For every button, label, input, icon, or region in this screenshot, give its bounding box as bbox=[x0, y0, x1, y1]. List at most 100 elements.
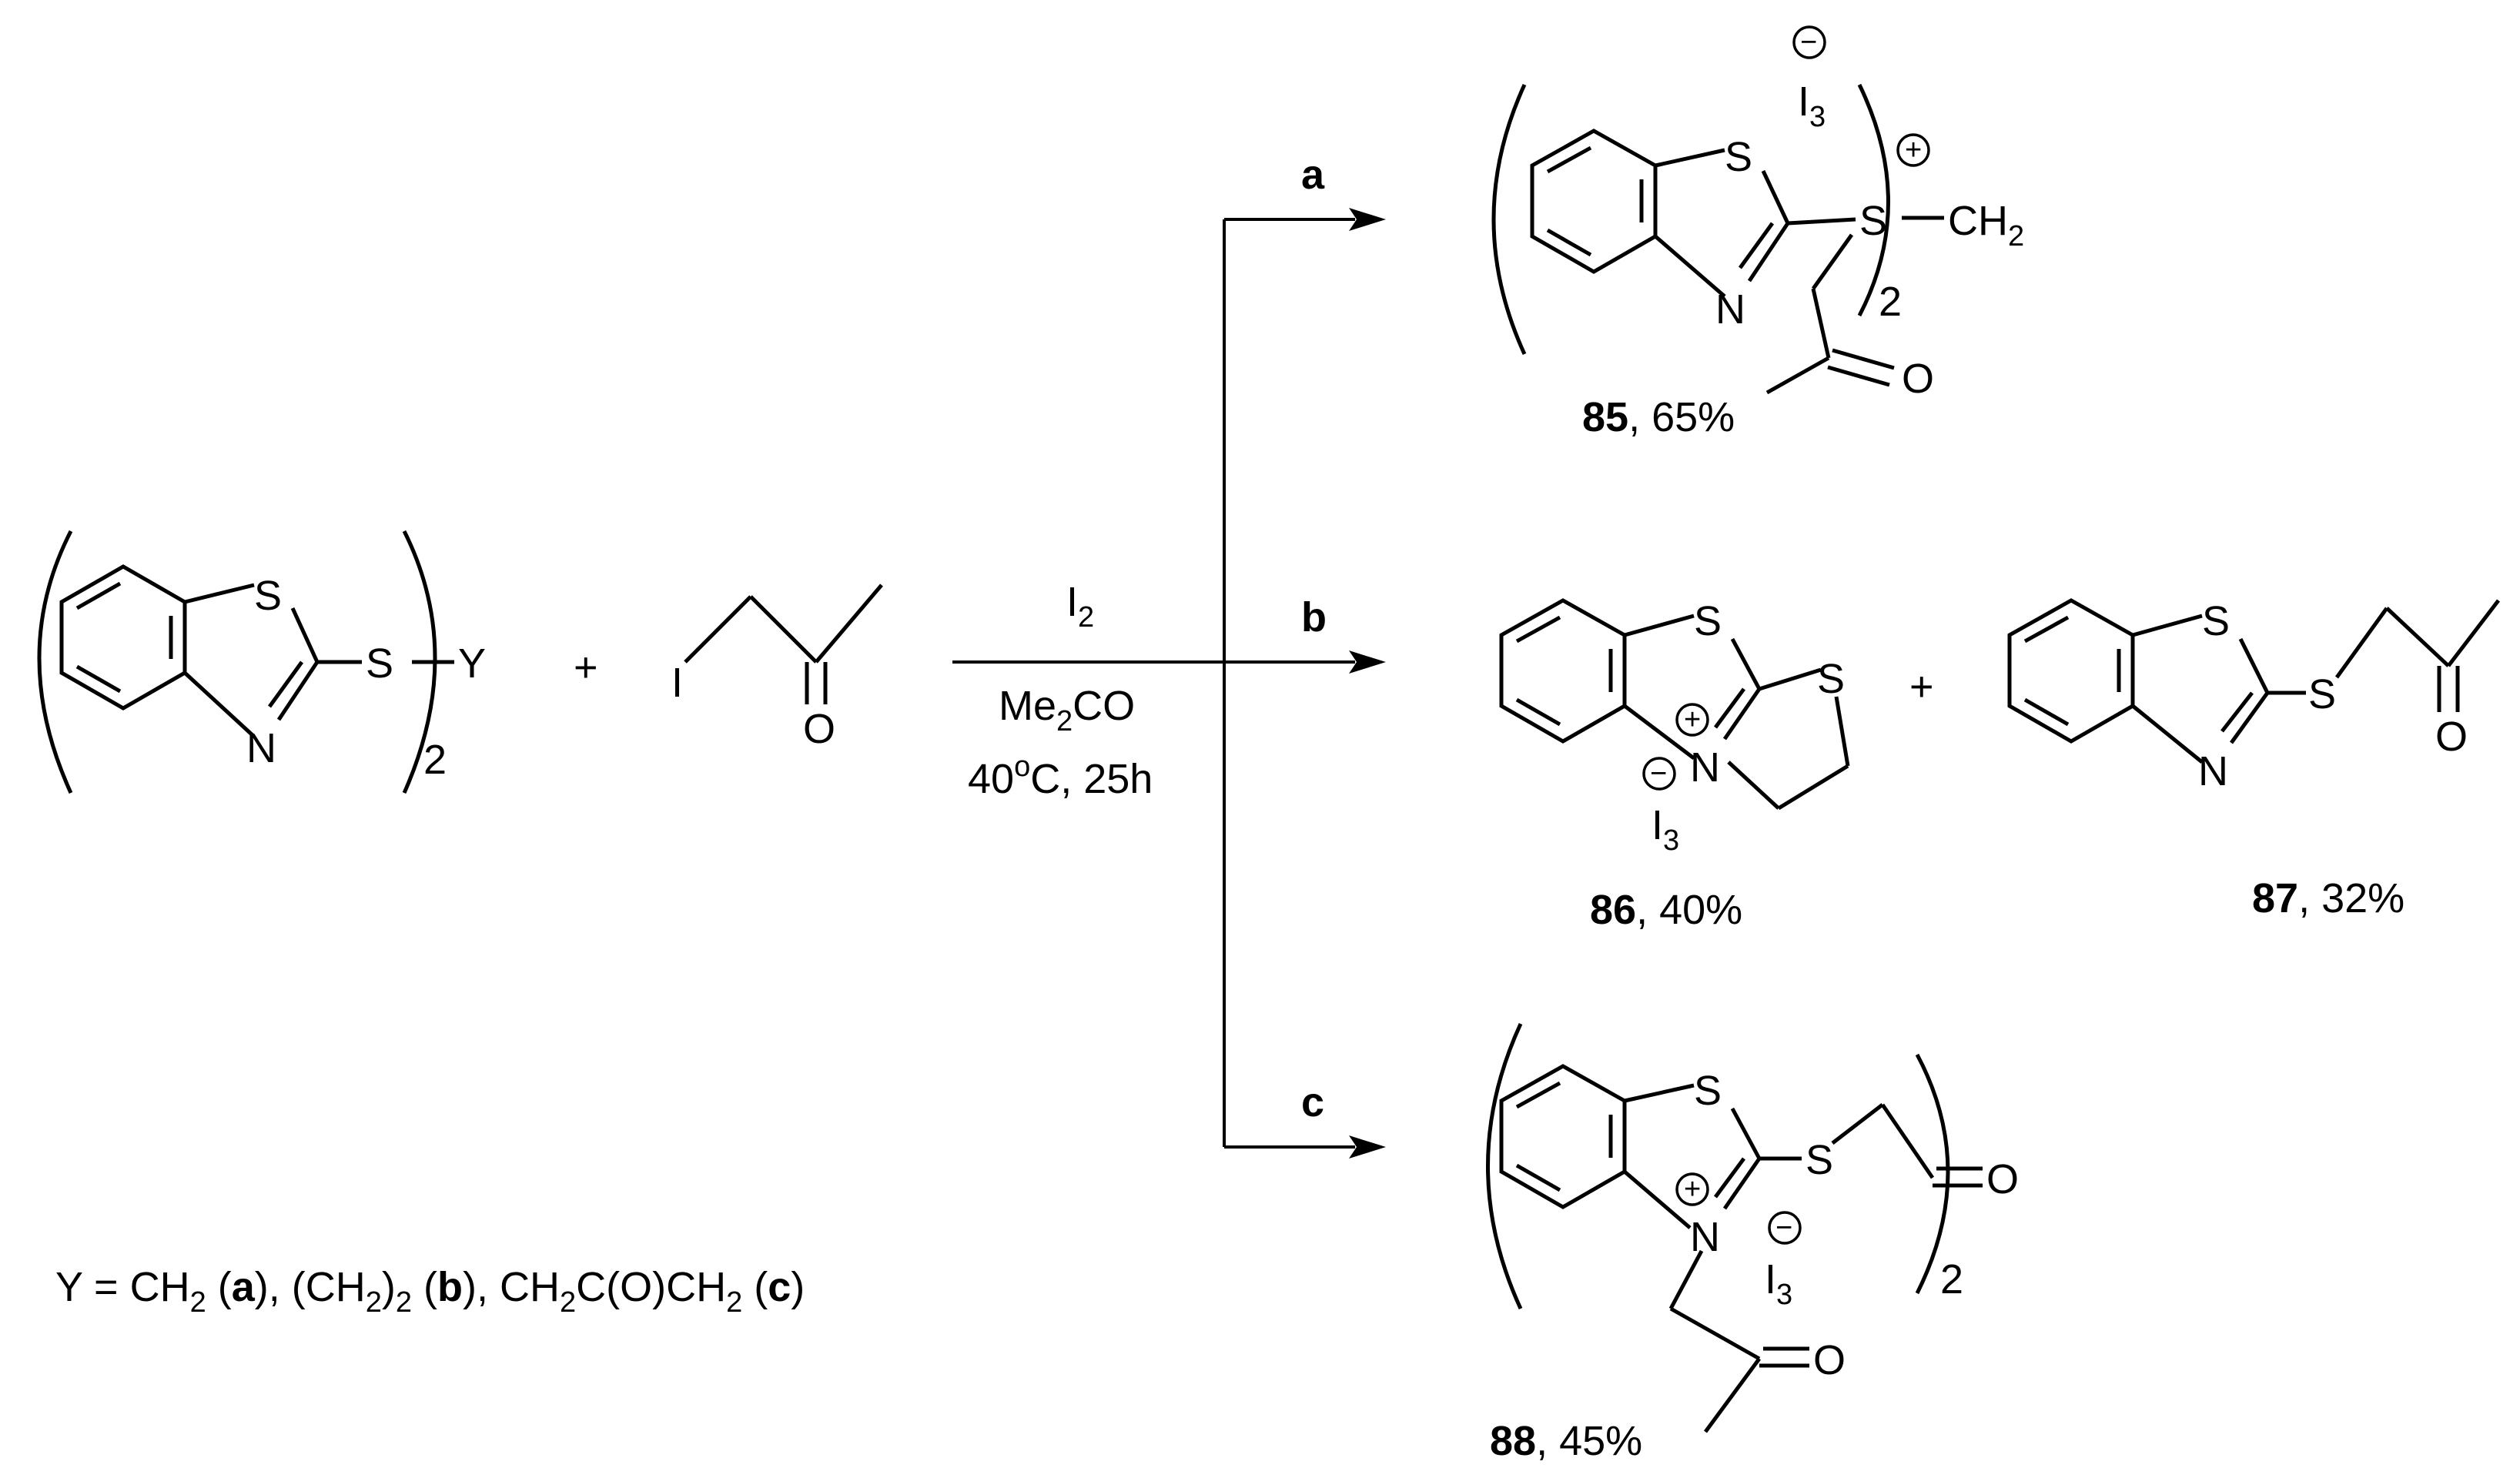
thiazole-bond bbox=[2131, 704, 2204, 764]
compound-label-87: 87, 32% bbox=[2252, 875, 2405, 921]
benzene-ring bbox=[59, 564, 187, 711]
charge-plus: + bbox=[1675, 1172, 1709, 1206]
svg-text:+: + bbox=[1684, 704, 1701, 736]
atom-o: O bbox=[1902, 356, 1934, 402]
c-o-double-bond bbox=[1827, 365, 1890, 387]
thiazole-bond bbox=[1655, 148, 1725, 168]
atom-s-ring: S bbox=[1725, 134, 1752, 180]
thiazole-double-bond bbox=[1738, 222, 1775, 269]
chain-bond bbox=[1765, 356, 1830, 395]
c-ch3-bond bbox=[1703, 1357, 1762, 1433]
c-ch3-bond bbox=[2447, 599, 2500, 667]
plus-sign: + bbox=[1909, 664, 1934, 710]
charge-minus: − bbox=[1768, 1211, 1802, 1245]
svg-text:−: − bbox=[1800, 26, 1817, 59]
charge-plus: + bbox=[1896, 133, 1930, 167]
benzene-inner-bond bbox=[1515, 697, 1561, 727]
product-88: S N S O O + − I3 2 88, 45% bbox=[1486, 1022, 2019, 1464]
counterion-i3: I3 bbox=[1765, 1256, 1792, 1311]
route-label-a: a bbox=[1301, 152, 1325, 198]
atom-ch2: CH2 bbox=[1948, 198, 2024, 252]
atom-s-plus: S bbox=[1859, 198, 1887, 244]
left-paren bbox=[1491, 83, 1527, 356]
compound-label-88: 88, 45% bbox=[1490, 1418, 1642, 1464]
arrow-b-head bbox=[1349, 650, 1386, 674]
svg-text:−: − bbox=[1650, 757, 1667, 790]
atom-n-ring: N bbox=[246, 725, 276, 771]
svg-text:+: + bbox=[1905, 134, 1922, 166]
atom-s-ring: S bbox=[254, 573, 282, 619]
atom-n-ring: N bbox=[1715, 286, 1745, 333]
thiazole-bond bbox=[1654, 235, 1726, 298]
arrow-a-head bbox=[1349, 208, 1386, 231]
benzene-ring bbox=[1499, 598, 1627, 744]
counterion-i3: I3 bbox=[1652, 802, 1679, 857]
charge-plus: + bbox=[1675, 703, 1709, 737]
compound-label-86: 86, 40% bbox=[1590, 887, 1742, 933]
s-ch2-bond bbox=[2334, 607, 2389, 679]
benzene-ring bbox=[1530, 129, 1658, 274]
thiazole-bond bbox=[276, 660, 320, 721]
product-85: S N S CH2 O I3 − + 2 85, 65% bbox=[1491, 25, 2024, 440]
benzene-inner-bond bbox=[2023, 697, 2070, 727]
counterion-i3: I3 bbox=[1798, 79, 1826, 133]
charge-minus: − bbox=[1792, 25, 1826, 59]
c-i-bond bbox=[684, 595, 752, 664]
c-c-bond bbox=[749, 595, 818, 664]
thiazole-bond bbox=[1761, 169, 1790, 225]
atom-s-ring2: S bbox=[1817, 656, 1845, 702]
thiazole-double-bond bbox=[2220, 691, 2254, 733]
s-ch2-chain bbox=[1811, 233, 1854, 290]
atom-n-ring: N bbox=[2198, 748, 2228, 794]
benzene-inner-bond bbox=[1515, 1081, 1561, 1109]
benzene-inner-bond bbox=[2023, 615, 2070, 644]
thiazole-bond bbox=[1624, 614, 1695, 637]
thiazole-bond bbox=[1747, 222, 1790, 283]
benzene-ring bbox=[1499, 1064, 1627, 1209]
atom-s-thio: S bbox=[366, 640, 393, 687]
right-paren bbox=[1915, 1053, 1950, 1295]
thiazole-bond bbox=[1730, 1107, 1762, 1160]
left-paren bbox=[37, 530, 73, 794]
product-86: S N S + − I3 86, 40% bbox=[1499, 598, 1850, 933]
reactant-iodoacetone: I O bbox=[671, 584, 883, 752]
condition-iodine: I2 bbox=[1066, 579, 1094, 634]
right-paren bbox=[402, 530, 437, 794]
left-paren bbox=[1486, 1022, 1523, 1310]
benzene-inner-bond bbox=[75, 581, 122, 610]
thiazoline-bond bbox=[1727, 761, 1780, 810]
condition-temperature-time: 40oC, 25h bbox=[968, 751, 1153, 802]
thiazole-bond bbox=[2132, 614, 2203, 637]
thiazole-bond bbox=[1722, 687, 1762, 741]
thiazole-bond bbox=[2229, 691, 2270, 744]
benzene-inner-bond bbox=[1515, 615, 1561, 644]
y-substituent-legend: Y = CH2 (a), (CH2)2 (b), CH2C(O)CH2 (c) bbox=[55, 1264, 805, 1319]
ch2-c-bond bbox=[2385, 607, 2450, 667]
thiazole-bond bbox=[1624, 1083, 1695, 1103]
thiazole-bond bbox=[183, 671, 254, 737]
svg-text:−: − bbox=[1775, 1212, 1792, 1244]
atom-i: I bbox=[671, 660, 683, 706]
thiazoline-bond bbox=[1834, 696, 1850, 767]
arrow-c-head bbox=[1349, 1135, 1386, 1159]
atom-n-ring: N bbox=[1690, 744, 1720, 791]
thiazole-bond bbox=[1623, 1170, 1692, 1229]
atom-s-thio: S bbox=[1805, 1137, 1833, 1183]
c-ch3-bond bbox=[815, 584, 883, 664]
atom-o2: O bbox=[1813, 1337, 1846, 1383]
n-ch2-bond bbox=[1668, 1249, 1704, 1310]
s-ch2-bond bbox=[1831, 1103, 1884, 1145]
benzene-ring bbox=[2007, 598, 2135, 744]
atom-s-thio: S bbox=[2308, 671, 2336, 717]
thiazole-double-bond bbox=[1713, 1157, 1746, 1199]
multiplier-2: 2 bbox=[423, 737, 447, 783]
thiazole-bond bbox=[1623, 704, 1695, 760]
thiazole-bond bbox=[184, 583, 255, 604]
atom-n-ring: N bbox=[1690, 1214, 1720, 1260]
reactant-benzothiazole-thioether: S N S Y 2 bbox=[37, 530, 486, 794]
thiazole-bond bbox=[1722, 1157, 1762, 1210]
benzene-inner-bond bbox=[1515, 1163, 1561, 1192]
compound-label-85: 85, 65% bbox=[1582, 394, 1735, 440]
thiazole-bond bbox=[1730, 637, 1762, 691]
